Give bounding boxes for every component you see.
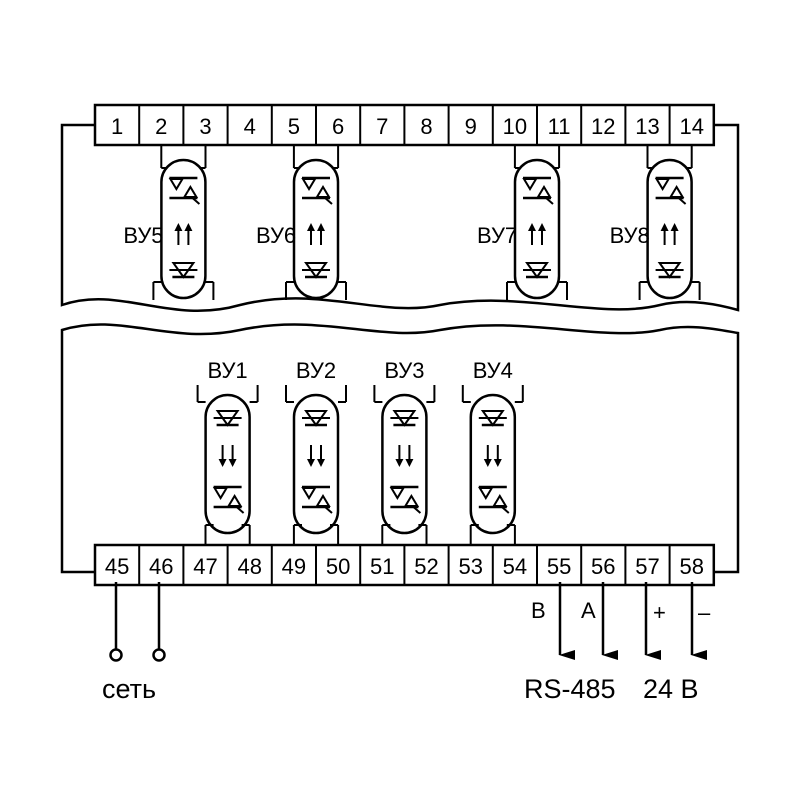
- terminal-13: 13: [635, 114, 659, 139]
- light-arrows-icon: [174, 223, 193, 245]
- terminal-10: 10: [503, 114, 527, 139]
- terminal-51: 51: [370, 554, 394, 579]
- led-icon: [523, 262, 551, 279]
- terminal-3: 3: [199, 114, 211, 139]
- power-24v-caption: 24 В: [643, 674, 699, 704]
- rs485-caption: RS-485: [524, 674, 616, 704]
- terminal-56: 56: [591, 554, 615, 579]
- light-arrows-icon: [307, 445, 325, 467]
- output-relay: ВУ5: [123, 145, 215, 300]
- rs485-a-label: A: [581, 598, 596, 623]
- output-relay: ВУ8: [610, 145, 701, 300]
- terminal-5: 5: [288, 114, 300, 139]
- top-relay-group: ВУ5 ВУ6 ВУ7 ВУ8: [123, 145, 701, 300]
- light-arrows-icon: [218, 445, 237, 467]
- terminal-12: 12: [591, 114, 615, 139]
- terminal-47: 47: [193, 554, 217, 579]
- rs485-connection: B A RS-485: [524, 582, 618, 704]
- output-relay: ВУ6: [256, 145, 347, 300]
- relay-label: ВУ4: [473, 358, 513, 383]
- led-icon: [169, 262, 198, 279]
- mains-terminal-right: [152, 648, 166, 662]
- terminal-49: 49: [282, 554, 306, 579]
- terminal-57: 57: [635, 554, 659, 579]
- terminal-4: 4: [244, 114, 256, 139]
- power-24v-connection: + – 24 В: [643, 582, 711, 704]
- relay-label: ВУ6: [256, 223, 296, 248]
- triac-icon: [301, 485, 333, 514]
- terminal-54: 54: [503, 554, 527, 579]
- output-relay: ВУ1: [196, 358, 259, 545]
- triac-icon: [168, 176, 201, 205]
- output-relay: ВУ4: [461, 358, 524, 545]
- light-arrows-icon: [307, 223, 325, 245]
- mains-connection: сеть: [102, 582, 166, 704]
- bottom-terminal-block: 45 46 47 48 49 50 51 52 53 54 55 56 57 58: [93, 543, 716, 587]
- output-relay: ВУ2: [285, 358, 347, 545]
- terminal-8: 8: [420, 114, 432, 139]
- light-arrows-icon: [483, 445, 502, 467]
- output-relay: ВУ3: [373, 358, 436, 545]
- terminal-11: 11: [548, 114, 571, 139]
- relay-label: ВУ7: [477, 223, 517, 248]
- triac-icon: [212, 485, 245, 514]
- led-icon: [302, 410, 330, 427]
- terminal-9: 9: [465, 114, 477, 139]
- terminal-55: 55: [547, 554, 571, 579]
- triac-icon: [654, 176, 687, 205]
- light-arrows-icon: [528, 223, 546, 245]
- led-icon: [302, 262, 330, 279]
- mains-caption: сеть: [102, 674, 156, 704]
- led-icon: [478, 410, 507, 427]
- terminal-1: 1: [111, 114, 123, 139]
- relay-label: ВУ2: [296, 358, 336, 383]
- rs485-b-label: B: [531, 598, 546, 623]
- terminal-14: 14: [679, 114, 703, 139]
- bottom-relay-group: ВУ1 ВУ2 ВУ3 ВУ4: [196, 358, 524, 545]
- terminal-45: 45: [105, 554, 129, 579]
- output-relay: ВУ7: [477, 145, 568, 300]
- terminal-48: 48: [237, 554, 261, 579]
- power-minus-label: –: [698, 600, 711, 625]
- relay-label: ВУ8: [610, 223, 650, 248]
- terminal-6: 6: [332, 114, 344, 139]
- light-arrows-icon: [395, 445, 414, 467]
- led-icon: [655, 262, 684, 279]
- relay-label: ВУ3: [384, 358, 424, 383]
- light-arrows-icon: [660, 223, 679, 245]
- terminal-53: 53: [458, 554, 482, 579]
- terminal-52: 52: [414, 554, 438, 579]
- terminal-46: 46: [149, 554, 173, 579]
- housing-bottom-outline: [60, 323, 740, 574]
- relay-label: ВУ5: [123, 223, 163, 248]
- terminal-2: 2: [155, 114, 167, 139]
- power-plus-label: +: [653, 600, 666, 625]
- terminal-7: 7: [376, 114, 388, 139]
- triac-icon: [478, 485, 510, 514]
- terminal-50: 50: [326, 554, 350, 579]
- led-icon: [213, 410, 242, 427]
- triac-icon: [522, 176, 554, 205]
- housing-top-outline: [60, 123, 740, 313]
- triac-icon: [301, 176, 333, 205]
- triac-icon: [389, 485, 422, 514]
- relay-label: ВУ1: [208, 358, 248, 383]
- terminal-58: 58: [679, 554, 703, 579]
- led-icon: [390, 410, 419, 427]
- mains-terminal-left: [109, 648, 123, 662]
